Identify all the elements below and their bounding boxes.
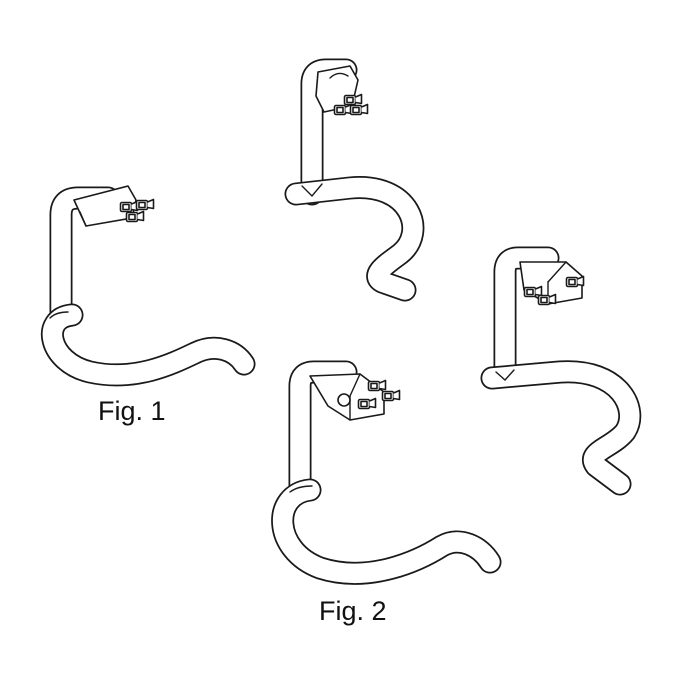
figure-2-caption: Fig. 2	[319, 596, 387, 626]
fig2-hook-top	[284, 58, 425, 302]
fig1-hook-assembly	[41, 185, 256, 387]
fig2-hook-right	[480, 246, 642, 496]
figure-1-caption: Fig. 1	[98, 396, 166, 426]
fig2-hook-bottom	[271, 360, 502, 585]
